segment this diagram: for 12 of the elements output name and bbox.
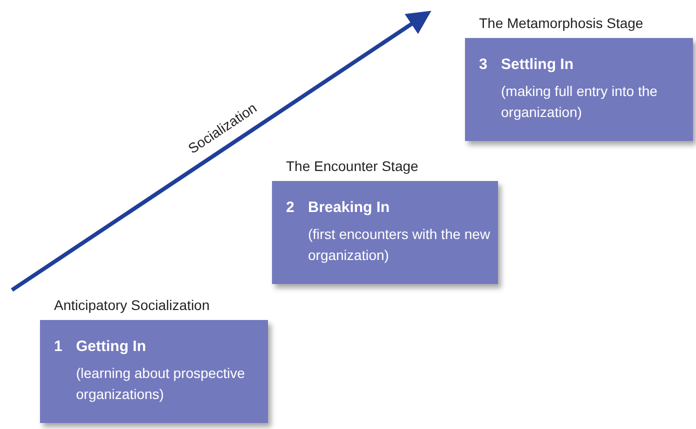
step-number: 2 bbox=[286, 199, 294, 216]
step-title: Getting In bbox=[76, 338, 146, 355]
step-number: 1 bbox=[54, 338, 62, 355]
step-description: (making full entry into the organization) bbox=[501, 82, 658, 122]
step-title: Breaking In bbox=[308, 199, 390, 216]
stage-heading: The Encounter Stage bbox=[286, 158, 418, 174]
stage-heading: Anticipatory Socialization bbox=[54, 297, 210, 313]
step-number: 3 bbox=[479, 56, 488, 73]
stage-heading: The Metamorphosis Stage bbox=[479, 15, 644, 31]
step-description: (learning about prospective organizations) bbox=[76, 364, 246, 404]
step-title: Settling In bbox=[501, 56, 574, 73]
step-description: (first encounters with the new organization) bbox=[308, 225, 492, 265]
